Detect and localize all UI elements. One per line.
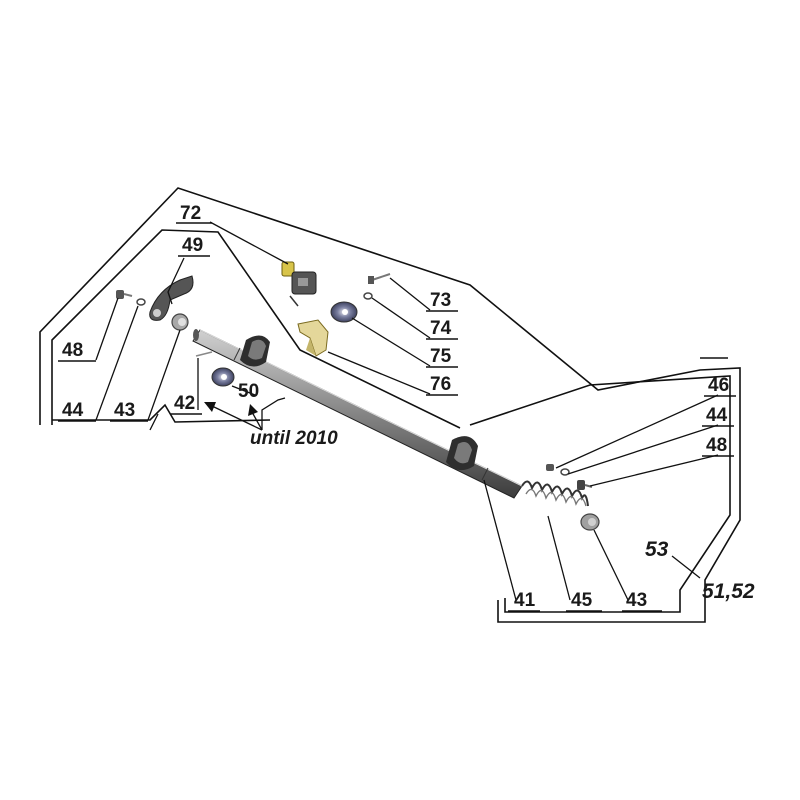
bracket-tick <box>149 413 159 431</box>
svg-text:46: 46 <box>708 375 729 396</box>
washer-50 <box>211 367 235 387</box>
bracket-left <box>52 403 271 423</box>
callout-43-left: 43 <box>110 400 148 422</box>
svg-text:48: 48 <box>62 340 83 361</box>
svg-text:44: 44 <box>706 405 728 426</box>
callout-41: 41 <box>508 590 540 612</box>
svg-text:72: 72 <box>180 203 201 224</box>
bolt-73 <box>368 273 391 284</box>
washer-44-left <box>136 298 146 306</box>
callout-44-right: 44 <box>702 405 734 427</box>
bracket-76 <box>297 319 329 357</box>
callout-46: 46 <box>704 375 736 397</box>
bushing-upper <box>240 335 270 367</box>
bushing-43-left <box>171 313 189 331</box>
bolt-48-right <box>577 480 593 490</box>
svg-text:41: 41 <box>514 590 536 611</box>
svg-text:76: 76 <box>430 374 451 395</box>
svg-text:43: 43 <box>626 590 647 611</box>
switch-72 <box>281 261 317 307</box>
callout-48-right: 48 <box>702 435 734 457</box>
svg-text:49: 49 <box>182 235 203 256</box>
note-until-2010: until 2010 <box>250 428 338 449</box>
svg-text:48: 48 <box>706 435 727 456</box>
svg-text:50: 50 <box>238 381 259 402</box>
svg-text:43: 43 <box>114 400 135 421</box>
callout-74: 74 <box>426 318 458 340</box>
assembly-number: 51,52 <box>702 580 755 603</box>
bolt-46 <box>546 464 554 471</box>
svg-text:73: 73 <box>430 290 451 311</box>
svg-text:74: 74 <box>430 318 452 339</box>
svg-text:44: 44 <box>62 400 84 421</box>
callout-72: 72 <box>176 203 212 224</box>
bushing-lower <box>446 436 478 471</box>
svg-text:53: 53 <box>645 538 669 561</box>
callout-73: 73 <box>426 290 458 312</box>
callout-50: 50 <box>238 381 259 402</box>
washer-75 <box>330 301 358 323</box>
pin-42 <box>195 351 213 357</box>
bushing-43-right <box>580 513 600 531</box>
callout-45: 45 <box>566 590 602 612</box>
inner-frame-right <box>469 375 731 613</box>
callout-44-left: 44 <box>58 400 96 422</box>
callout-53: 53 <box>645 538 669 561</box>
inner-frame-left <box>51 229 461 429</box>
washer-44-right <box>560 468 570 476</box>
callout-76: 76 <box>426 374 458 396</box>
svg-text:45: 45 <box>571 590 593 611</box>
outer-frame <box>39 187 741 623</box>
leader-lines <box>95 221 719 601</box>
callout-48-left: 48 <box>58 340 96 362</box>
callout-75: 75 <box>426 346 458 368</box>
callout-43-right: 43 <box>622 590 662 612</box>
svg-text:42: 42 <box>174 393 195 414</box>
until-arrows <box>204 402 263 431</box>
callout-49: 49 <box>178 235 210 257</box>
bolt-48-left <box>116 290 133 299</box>
callout-42: 42 <box>170 393 202 415</box>
spring <box>521 480 589 507</box>
washer-74 <box>363 292 373 300</box>
lever-49 <box>149 275 194 321</box>
svg-text:75: 75 <box>430 346 452 367</box>
